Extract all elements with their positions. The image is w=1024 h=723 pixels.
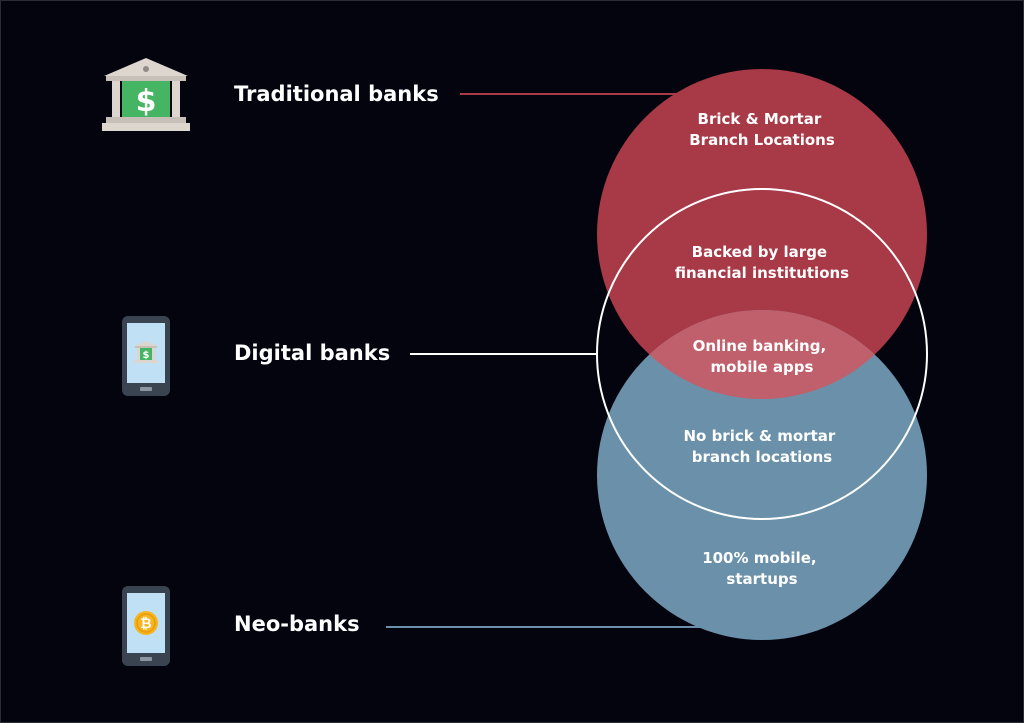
center-overlap-line-1: Online banking, (693, 337, 827, 355)
traditional-digital-line-1: Backed by large (692, 243, 827, 261)
neo-banks-label: Neo-banks (234, 612, 360, 636)
bitcoin-symbol: ₿ (140, 616, 151, 632)
digital-neo-line-2: branch locations (692, 448, 832, 466)
traditional-banks-circle (597, 69, 927, 399)
digital-neo-overlap-text: No brick & mortar branch locations (683, 427, 840, 466)
neo-area-text: 100% mobile, startups (702, 549, 822, 588)
traditional-area-text: Brick & Mortar Branch Locations (689, 110, 835, 149)
digital-neo-line-1: No brick & mortar (683, 427, 835, 445)
traditional-banks-label: Traditional banks (234, 82, 439, 106)
neo-area-line-1: 100% mobile, (702, 549, 816, 567)
phone-dollar-symbol: $ (143, 350, 150, 361)
digital-banks-circle (596, 188, 928, 520)
phone-bitcoin-icon: ₿ (122, 586, 170, 666)
neo-banks-circle (597, 310, 927, 640)
bank-building-icon: $ (102, 58, 190, 131)
neo-area-line-2: startups (726, 570, 797, 588)
phone-bank-icon: $ (122, 316, 170, 396)
traditional-digital-overlap-text: Backed by large financial institutions (675, 243, 849, 282)
center-overlap-text: Online banking, mobile apps (693, 337, 832, 376)
traditional-digital-line-2: financial institutions (675, 264, 849, 282)
center-overlap-line-2: mobile apps (711, 358, 814, 376)
bank-dollar-symbol: $ (136, 84, 157, 119)
digital-banks-label: Digital banks (234, 341, 391, 365)
traditional-area-line-1: Brick & Mortar (698, 110, 822, 128)
traditional-area-line-2: Branch Locations (689, 131, 835, 149)
